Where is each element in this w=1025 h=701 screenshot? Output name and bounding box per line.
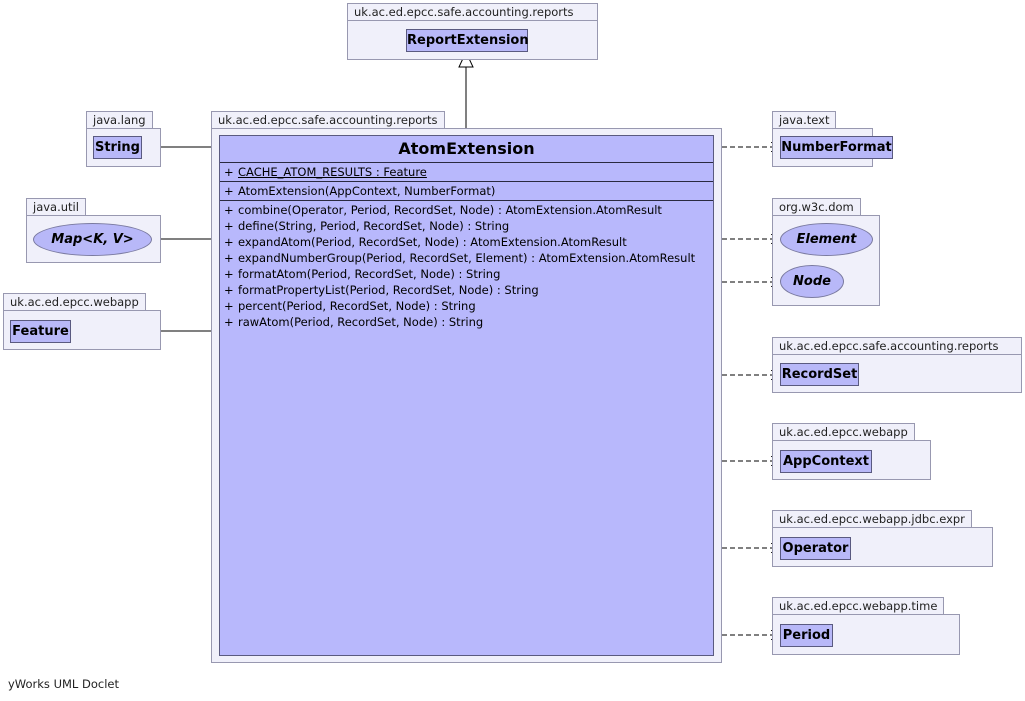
interface-map[interactable]: Map<K, V> (33, 223, 152, 256)
class-operator[interactable]: Operator (780, 537, 851, 560)
constructors-section: + AtomExtension(AppContext, NumberFormat… (220, 182, 713, 201)
package-label: uk.ac.ed.epcc.webapp (3, 293, 146, 310)
visibility: + (224, 283, 234, 297)
visibility: + (224, 165, 234, 179)
interface-node[interactable]: Node (780, 265, 844, 298)
visibility: + (224, 235, 234, 249)
package-label: uk.ac.ed.epcc.safe.accounting.reports (211, 111, 445, 128)
class-recordset[interactable]: RecordSet (780, 363, 859, 386)
package-jdbc-expr: uk.ac.ed.epcc.webapp.jdbc.expr (772, 510, 993, 567)
method-text: expandAtom(Period, RecordSet, Node) : At… (238, 235, 627, 249)
package-label: uk.ac.ed.epcc.safe.accounting.reports (772, 337, 1022, 354)
package-label: org.w3c.dom (772, 198, 861, 215)
class-atom-extension[interactable]: AtomExtension + CACHE_ATOM_RESULTS : Fea… (219, 135, 714, 656)
package-reports-right: uk.ac.ed.epcc.safe.accounting.reports (772, 337, 1022, 393)
method-text: formatPropertyList(Period, RecordSet, No… (238, 283, 539, 297)
class-period[interactable]: Period (780, 624, 833, 647)
class-string[interactable]: String (93, 136, 142, 159)
class-report-extension[interactable]: ReportExtension (406, 29, 529, 52)
method-text: define(String, Period, RecordSet, Node) … (238, 219, 510, 233)
method-text: combine(Operator, Period, RecordSet, Nod… (238, 203, 662, 217)
package-label: uk.ac.ed.epcc.webapp (772, 423, 915, 440)
methods-section: + combine(Operator, Period, RecordSet, No… (220, 201, 713, 330)
constructor-text: AtomExtension(AppContext, NumberFormat) (238, 184, 496, 198)
package-java-lang: java.lang (86, 111, 161, 167)
visibility: + (224, 203, 234, 217)
package-label: java.util (26, 198, 86, 215)
method-row: + percent(Period, RecordSet, Node) : Stri… (224, 298, 713, 314)
class-appcontext[interactable]: AppContext (780, 450, 872, 473)
visibility: + (224, 251, 234, 265)
class-feature[interactable]: Feature (10, 320, 71, 343)
method-row: + formatAtom(Period, RecordSet, Node) : S… (224, 266, 713, 282)
method-row: + expandNumberGroup(Period, RecordSet, El… (224, 250, 713, 266)
method-text: formatAtom(Period, RecordSet, Node) : St… (238, 267, 501, 281)
package-label: uk.ac.ed.epcc.safe.accounting.reports (347, 3, 598, 20)
visibility: + (224, 315, 234, 329)
method-row: + define(String, Period, RecordSet, Node)… (224, 218, 713, 234)
method-row: + rawAtom(Period, RecordSet, Node) : Stri… (224, 314, 713, 330)
package-webapp-right: uk.ac.ed.epcc.webapp (772, 423, 931, 480)
method-text: rawAtom(Period, RecordSet, Node) : Strin… (238, 315, 484, 329)
footer-credit: yWorks UML Doclet (8, 677, 119, 691)
method-row: + formatPropertyList(Period, RecordSet, N… (224, 282, 713, 298)
class-name: AtomExtension (220, 136, 713, 163)
package-label: java.lang (86, 111, 153, 128)
method-row: + expandAtom(Period, RecordSet, Node) : A… (224, 234, 713, 250)
package-label: uk.ac.ed.epcc.webapp.jdbc.expr (772, 510, 972, 527)
interface-element[interactable]: Element (780, 223, 873, 256)
package-reports-super: uk.ac.ed.epcc.safe.accounting.reports (347, 3, 598, 60)
field-row: + CACHE_ATOM_RESULTS : Feature (224, 164, 713, 180)
fields-section: + CACHE_ATOM_RESULTS : Feature (220, 163, 713, 182)
visibility: + (224, 184, 234, 198)
method-text: percent(Period, RecordSet, Node) : Strin… (238, 299, 476, 313)
field-text: CACHE_ATOM_RESULTS : Feature (238, 165, 427, 179)
method-row: + combine(Operator, Period, RecordSet, No… (224, 202, 713, 218)
method-text: expandNumberGroup(Period, RecordSet, Ele… (238, 251, 696, 265)
constructor-row: + AtomExtension(AppContext, NumberFormat… (224, 183, 713, 199)
package-label: uk.ac.ed.epcc.webapp.time (772, 597, 945, 614)
visibility: + (224, 299, 234, 313)
package-label: java.text (772, 111, 837, 128)
visibility: + (224, 219, 234, 233)
visibility: + (224, 267, 234, 281)
class-numberformat[interactable]: NumberFormat (780, 136, 893, 159)
